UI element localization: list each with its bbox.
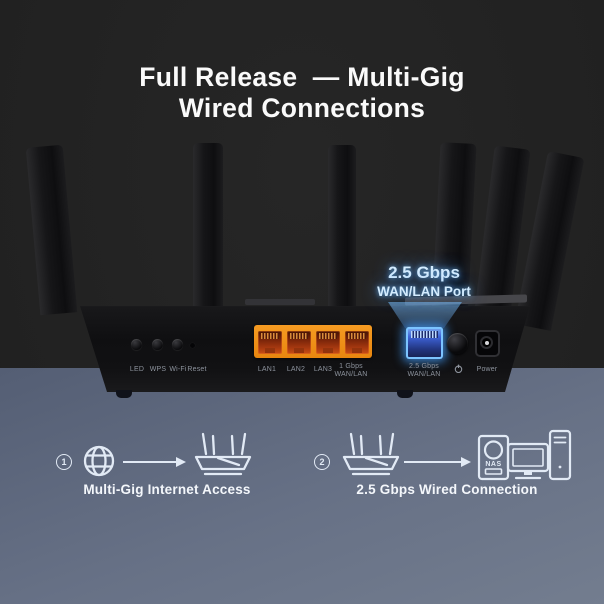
- wired-devices-icons: NAS: [477, 429, 572, 481]
- wan-1g-port: [345, 331, 369, 354]
- chassis-ridge: [245, 299, 315, 305]
- wan-1g-label: 1 Gbps WAN/LAN: [334, 363, 368, 378]
- wps-label: WPS: [149, 366, 167, 373]
- reset-label: Reset: [187, 366, 207, 373]
- lan3-port: [316, 331, 340, 354]
- slate-background: [0, 368, 604, 604]
- title-line-2: Wired Connections: [178, 93, 426, 123]
- wan-2-5g-label: 2.5 Gbps WAN/LAN: [407, 363, 441, 378]
- lan2-port: [287, 331, 311, 354]
- lan3-label: LAN3: [313, 366, 333, 373]
- wifi-label: Wi-Fi: [169, 366, 187, 373]
- callout-port: WAN/LAN Port: [377, 284, 471, 299]
- page-title: Full Release — Multi-Gig Wired Connectio…: [0, 62, 604, 124]
- circled-1-icon: 1: [56, 454, 72, 470]
- led-label: LED: [129, 366, 145, 373]
- router-foot: [116, 390, 132, 398]
- led-button: [131, 339, 142, 350]
- power-symbol-icon: [454, 364, 463, 374]
- dc-jack-pin: [485, 341, 489, 345]
- lan1-label: LAN1: [257, 366, 277, 373]
- router-foot: [397, 390, 413, 398]
- router-icon: [194, 432, 252, 476]
- wps-button: [152, 339, 163, 350]
- arrow-right-icon: [404, 457, 471, 467]
- nas-label: NAS: [485, 461, 501, 468]
- power-button: [447, 333, 468, 354]
- lan2-label: LAN2: [286, 366, 306, 373]
- monitor-icon: [506, 442, 550, 480]
- title-line-1: Full Release — Multi-Gig: [139, 62, 465, 92]
- pc-tower-icon: [548, 429, 572, 481]
- globe-icon: [83, 445, 115, 477]
- wan-2-5g-port: [406, 327, 443, 359]
- circled-2-icon: 2: [314, 454, 330, 470]
- feature-2-caption: 2.5 Gbps Wired Connection: [356, 482, 538, 497]
- nas-icon: NAS: [477, 434, 510, 481]
- antenna: [328, 145, 356, 315]
- antenna: [25, 144, 78, 316]
- lan1-port: [258, 331, 282, 354]
- arrow-right-icon: [123, 457, 186, 467]
- antenna: [193, 143, 223, 313]
- callout-speed: 2.5 Gbps: [388, 263, 460, 282]
- dc-power-jack: [475, 330, 500, 357]
- reset-pinhole: [190, 343, 195, 348]
- wifi-button: [172, 339, 183, 350]
- dc-jack-ring: [480, 336, 493, 349]
- power-label: Power: [476, 366, 498, 373]
- router-icon: [342, 432, 400, 476]
- feature-1-caption: Multi-Gig Internet Access: [83, 482, 251, 497]
